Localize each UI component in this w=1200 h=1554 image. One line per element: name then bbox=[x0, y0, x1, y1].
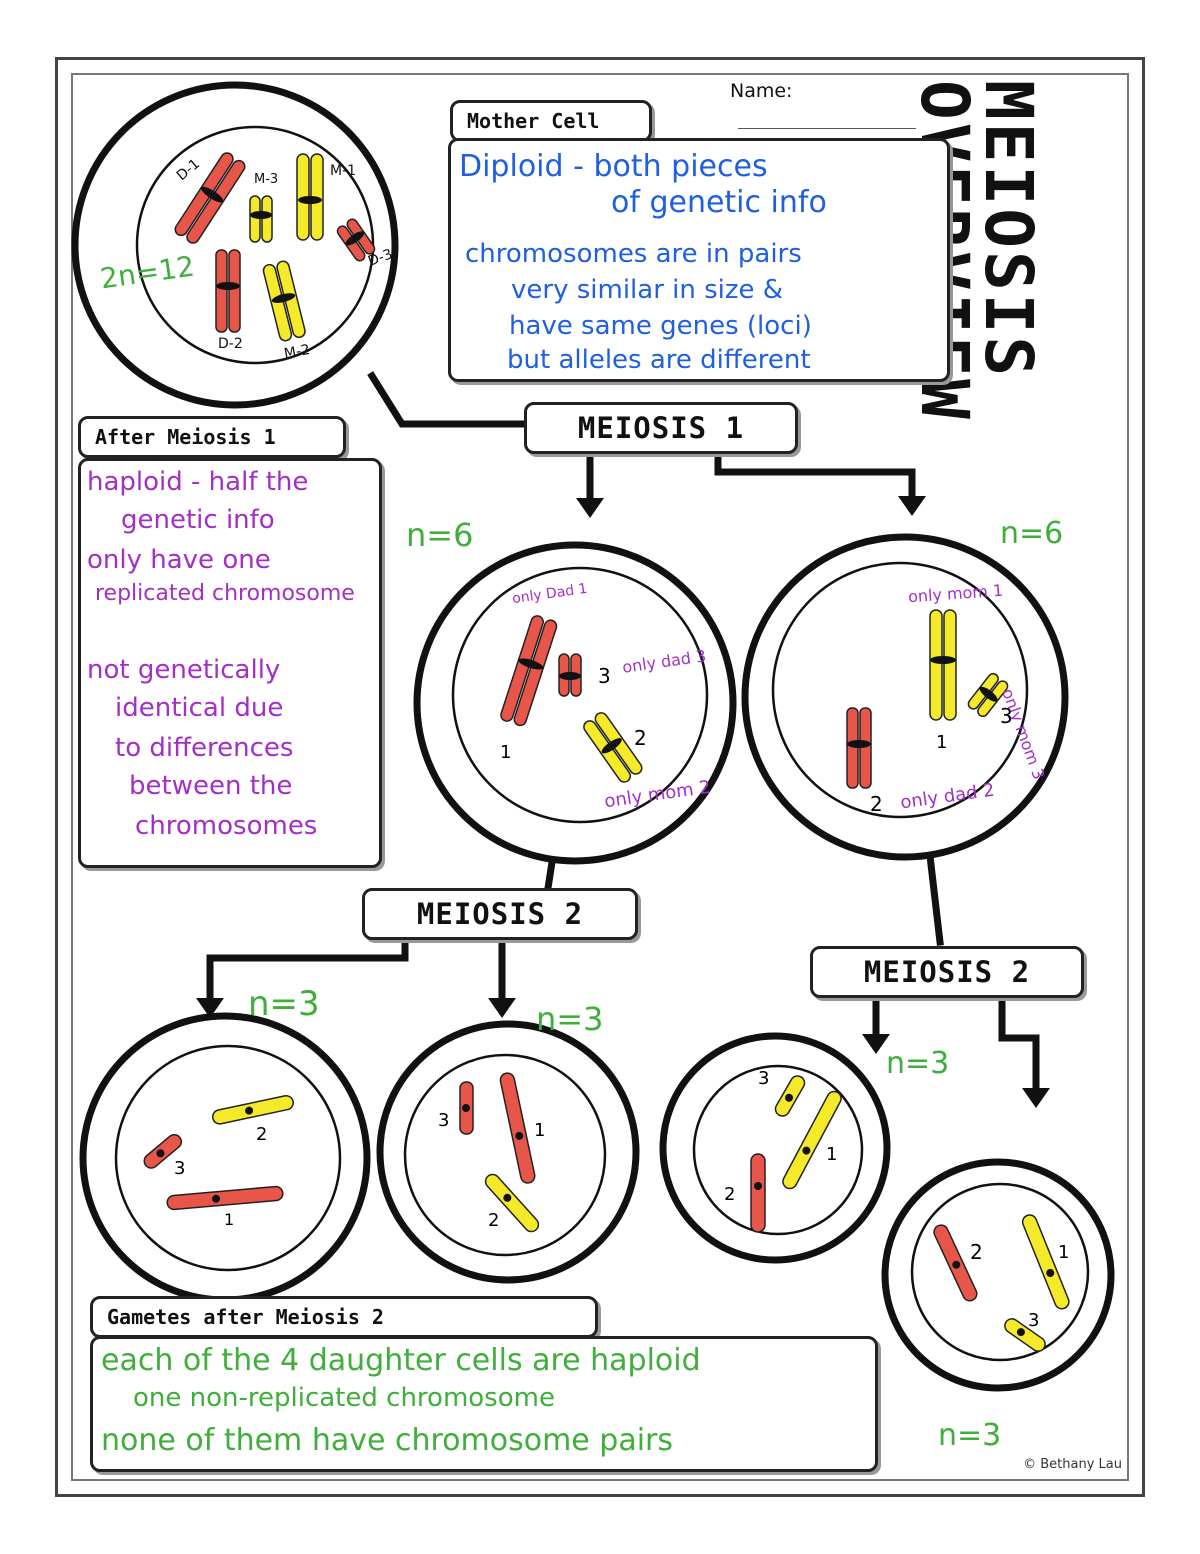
gamete-3-num-2: 2 bbox=[724, 1184, 736, 1205]
chromosome-mom-2 bbox=[262, 260, 306, 342]
m1-note-1: haploid - half the bbox=[87, 467, 309, 497]
gamete-4-num-3: 3 bbox=[1028, 1310, 1040, 1331]
chromosome-dad-2 bbox=[215, 249, 241, 333]
gamete-2-count: n=3 bbox=[536, 1000, 604, 1038]
cell-1-num-1: 1 bbox=[500, 742, 512, 763]
m1-note-4: replicated chromosome bbox=[95, 581, 355, 606]
chromosome-dad-3 bbox=[336, 218, 376, 262]
mother-note-1: Diploid - both pieces bbox=[459, 149, 768, 184]
after-meiosis-1-tab: After Meiosis 1 bbox=[78, 416, 346, 458]
gamete-1-num-3: 3 bbox=[174, 1158, 186, 1179]
m1-note-8: between the bbox=[129, 771, 293, 801]
copyright-text: © Bethany Lau bbox=[1023, 1457, 1122, 1472]
cell-2-count: n=6 bbox=[1000, 516, 1064, 551]
chromosome-mom-1 bbox=[296, 153, 324, 241]
label-dad-2: D-2 bbox=[218, 336, 243, 352]
connector-lines bbox=[196, 371, 1050, 1108]
m1-note-5: not genetically bbox=[87, 655, 281, 685]
mother-note-3: chromosomes are in pairs bbox=[465, 239, 802, 269]
mother-cell bbox=[71, 81, 399, 409]
daughter-cell-2 bbox=[741, 533, 1069, 861]
gamete-4-num-2: 2 bbox=[970, 1240, 983, 1264]
mother-note-6: but alleles are different bbox=[507, 345, 811, 375]
gametes-note-2: one non-replicated chromosome bbox=[133, 1383, 555, 1413]
label-mom-1: M-1 bbox=[330, 163, 357, 179]
name-label: Name: bbox=[730, 80, 793, 102]
gamete-4-count: n=3 bbox=[938, 1418, 1002, 1453]
page-inner-border bbox=[71, 73, 1129, 1481]
gametes-tab: Gametes after Meiosis 2 bbox=[90, 1296, 598, 1338]
m1-note-7: to differences bbox=[115, 733, 294, 763]
gamete-3-num-1: 1 bbox=[826, 1144, 838, 1165]
daughter-cell-1 bbox=[413, 541, 737, 865]
m1-note-9: chromosomes bbox=[135, 811, 318, 841]
gamete-3-count: n=3 bbox=[886, 1046, 950, 1081]
gamete-cell-1 bbox=[79, 1012, 371, 1304]
gamete-cell-3 bbox=[659, 1032, 891, 1264]
cell-1-num-2: 2 bbox=[634, 726, 647, 750]
meiosis-1-label: MEIOSIS 1 bbox=[524, 402, 798, 454]
gamete-1-count: n=3 bbox=[248, 984, 320, 1024]
gamete-1-num-2: 2 bbox=[256, 1124, 268, 1145]
gametes-panel: each of the 4 daughter cells are haploid… bbox=[90, 1336, 878, 1472]
cell-1-count: n=6 bbox=[406, 516, 474, 554]
cell-2-num-2: 2 bbox=[870, 792, 883, 816]
gametes-note-1: each of the 4 daughter cells are haploid bbox=[101, 1343, 701, 1378]
after-meiosis-1-panel: haploid - half the genetic info only hav… bbox=[78, 458, 382, 868]
mother-note-5: have same genes (loci) bbox=[509, 311, 812, 341]
gamete-3-num-3: 3 bbox=[758, 1068, 770, 1089]
meiosis-2-left-label: MEIOSIS 2 bbox=[362, 888, 638, 940]
gamete-cell-2 bbox=[376, 1020, 640, 1284]
page-border bbox=[55, 57, 1145, 1497]
mother-note-4: very similar in size & bbox=[511, 275, 784, 305]
cell-2-num-3: 3 bbox=[1000, 704, 1013, 728]
title-line-1: MEIOSIS bbox=[970, 80, 1047, 380]
label-mom-3: M-3 bbox=[254, 172, 279, 187]
mother-cell-panel: Diploid - both pieces of genetic info ch… bbox=[448, 138, 950, 382]
mother-note-2: of genetic info bbox=[611, 185, 827, 220]
mother-cell-tab: Mother Cell bbox=[450, 100, 652, 142]
gamete-1-num-1: 1 bbox=[224, 1210, 235, 1229]
gamete-4-num-1: 1 bbox=[1058, 1242, 1070, 1263]
chromosome-mom-3 bbox=[249, 195, 273, 243]
m1-note-3: only have one bbox=[87, 545, 271, 575]
gamete-cell-4 bbox=[881, 1158, 1115, 1392]
meiosis-2-right-label: MEIOSIS 2 bbox=[810, 946, 1084, 998]
m1-note-2: genetic info bbox=[121, 505, 275, 535]
chromosome-dad-1 bbox=[174, 152, 246, 244]
name-field[interactable] bbox=[738, 128, 916, 129]
gamete-2-num-1: 1 bbox=[534, 1120, 546, 1141]
m1-note-6: identical due bbox=[115, 693, 284, 723]
gamete-2-num-3: 3 bbox=[438, 1110, 450, 1131]
gamete-2-num-2: 2 bbox=[488, 1210, 500, 1231]
cell-2-num-1: 1 bbox=[936, 732, 948, 753]
gametes-note-3: none of them have chromosome pairs bbox=[101, 1423, 674, 1458]
cell-1-num-3: 3 bbox=[598, 664, 611, 688]
